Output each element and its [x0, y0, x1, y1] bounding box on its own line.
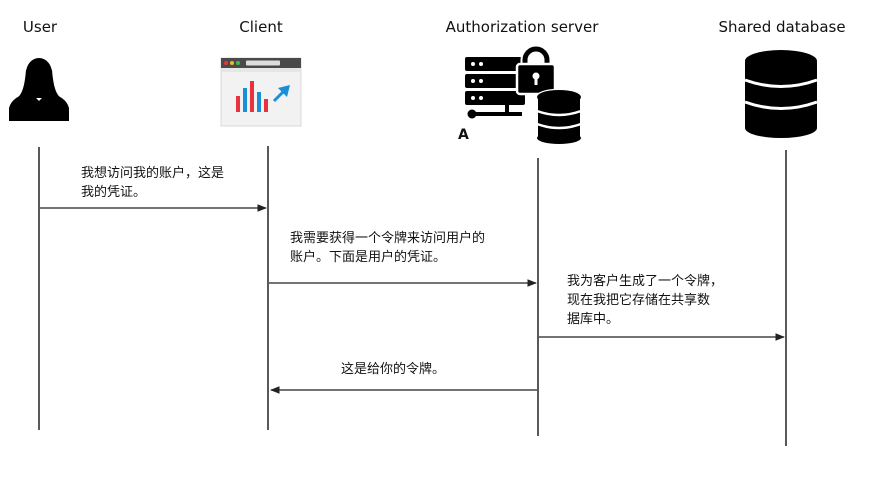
message-line: 这是给你的令牌。	[341, 362, 446, 377]
message-client-to-auth: 我需要获得一个令牌来访问用户的 账户。下面是用户的凭证。	[290, 229, 485, 267]
database-stack-icon	[744, 50, 818, 138]
actor-label-database: Shared database	[718, 18, 846, 36]
message-line: 现在我把它存储在共享数	[567, 293, 711, 308]
message-line: 我想访问我的账户，这是	[81, 166, 225, 181]
auth-server-mark: A	[458, 127, 469, 143]
actor-label-client: Client	[239, 18, 283, 36]
actor-label-auth-server: Authorization server	[445, 18, 599, 36]
person-silhouette-icon	[9, 58, 69, 121]
message-user-to-client: 我想访问我的账户，这是 我的凭证。	[81, 164, 224, 202]
browser-chart-icon	[220, 57, 302, 127]
server-lock-database-icon	[465, 44, 583, 144]
message-line: 我为客户生成了一个令牌，	[567, 274, 724, 289]
message-line: 我的凭证。	[81, 185, 147, 200]
message-auth-to-client: 这是给你的令牌。	[341, 360, 445, 379]
message-line: 账户。下面是用户的凭证。	[290, 250, 447, 265]
message-line: 据库中。	[567, 312, 620, 327]
message-line: 我需要获得一个令牌来访问用户的	[290, 231, 486, 246]
actor-label-user: User	[22, 18, 58, 36]
message-auth-to-database: 我为客户生成了一个令牌， 现在我把它存储在共享数 据库中。	[567, 272, 723, 329]
